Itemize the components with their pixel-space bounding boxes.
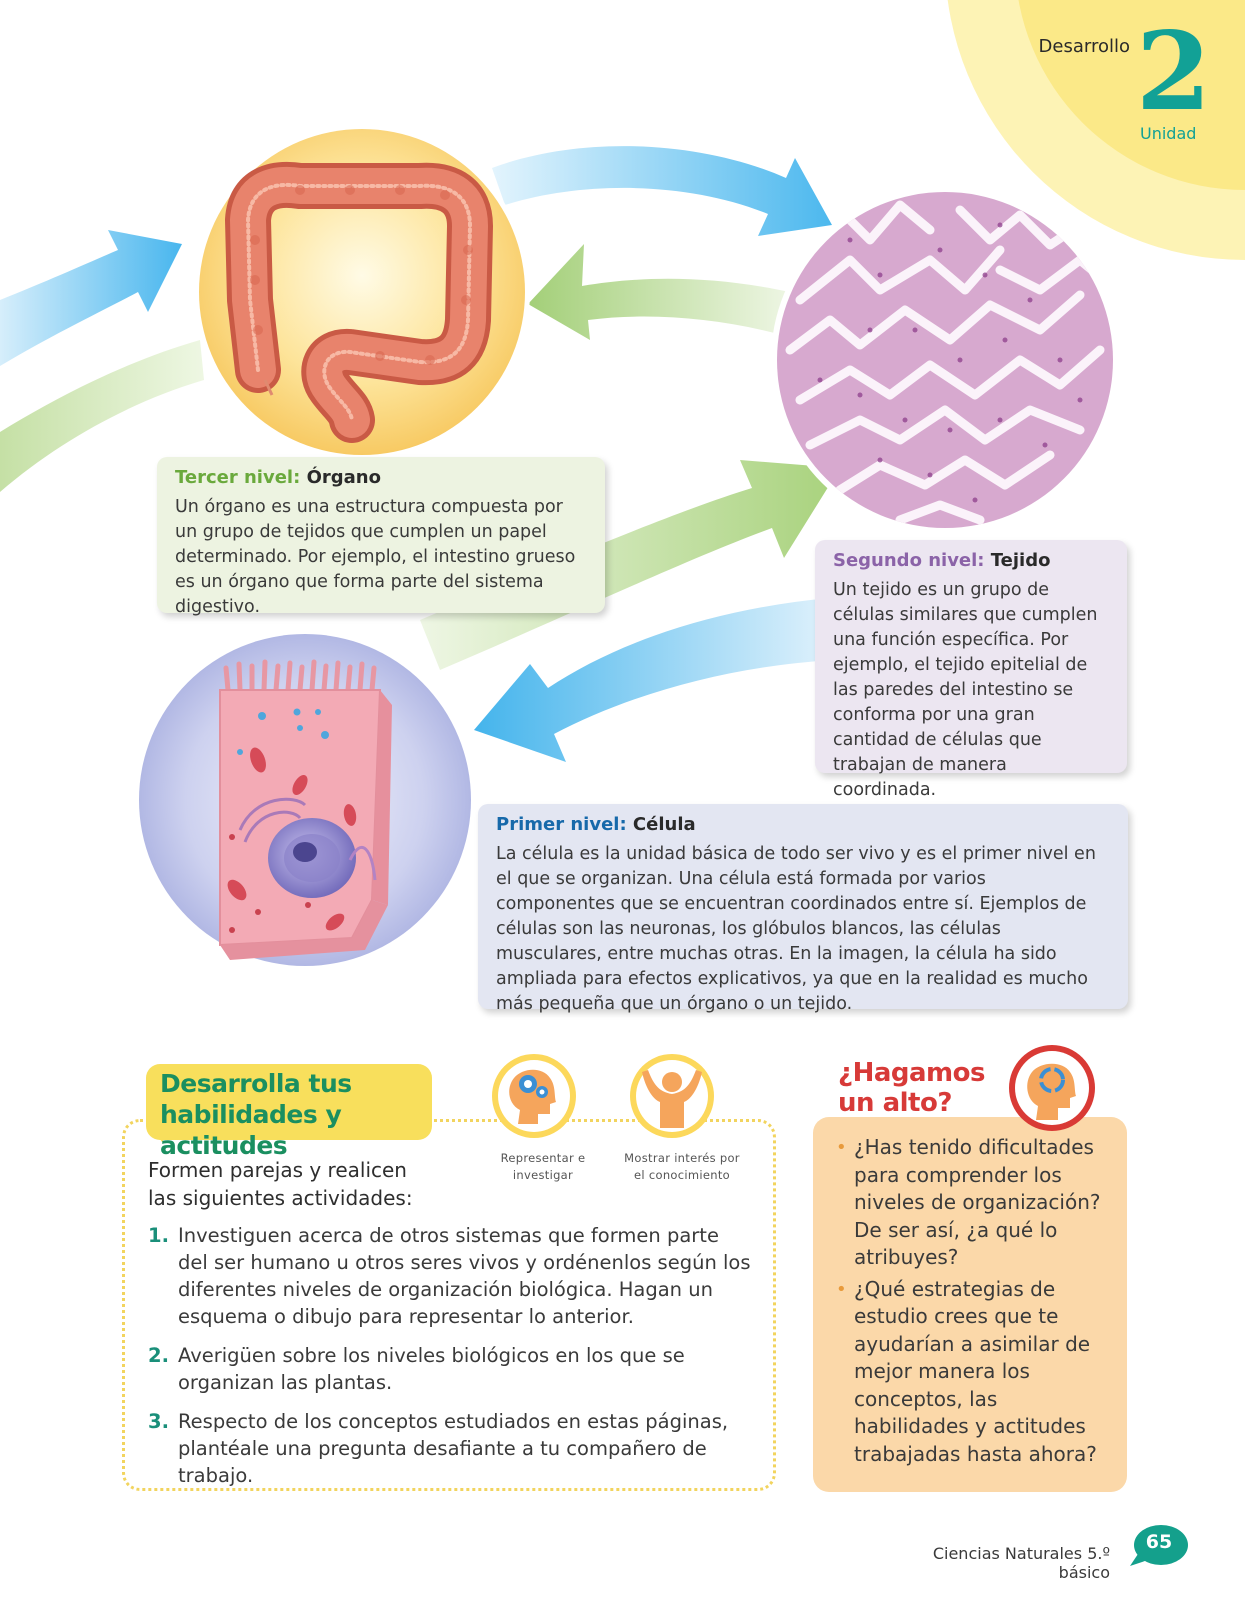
- tissue-info-box: Segundo nivel: Tejido Un tejido es un gr…: [815, 540, 1127, 800]
- unit-label: Unidad: [1140, 124, 1197, 143]
- tissue-heading: Segundo nivel: Tejido: [833, 550, 1109, 572]
- skill-caption-line1: Mostrar interés por: [624, 1151, 740, 1165]
- organ-name: Órgano: [306, 467, 381, 488]
- bullet-icon: •: [836, 1278, 847, 1300]
- skill-caption-line2: investigar: [512, 1168, 574, 1182]
- skill-caption-interest: Mostrar interés por el conocimiento: [608, 1150, 756, 1184]
- tissue-level: Segundo nivel:: [833, 550, 985, 571]
- activity-title-line1: Desarrolla tus: [160, 1069, 352, 1098]
- activity-item-text: Investiguen acerca de otros sistemas que…: [178, 1224, 751, 1328]
- activity-item-text: Respecto de los conceptos estudiados en …: [178, 1410, 729, 1487]
- reflection-title-line2: un alto?: [838, 1088, 952, 1118]
- reflection-item-text: ¿Qué estrategias de estudio crees que te…: [854, 1276, 1097, 1466]
- skill-caption-represent: Representar e investigar: [488, 1150, 598, 1184]
- organization-diagram: [0, 124, 1119, 972]
- cell-level: Primer nivel:: [496, 814, 627, 835]
- cell-name: Célula: [632, 814, 696, 835]
- reflection-item: • ¿Qué estrategias de estudio crees que …: [836, 1276, 1116, 1469]
- gears-head-icon: [492, 1054, 576, 1138]
- activity-title-tab: [146, 1064, 432, 1140]
- activity-item-number: 2.: [148, 1344, 169, 1367]
- activity-intro: Formen parejas y realicen las siguientes…: [148, 1156, 448, 1212]
- activity-title-line2: habilidades y actitudes: [160, 1100, 342, 1160]
- organ-info-box: Tercer nivel: Órgano Un órgano es una es…: [157, 457, 605, 617]
- arrow-tissue-to-organ: [528, 244, 790, 340]
- skill-caption-line1: Representar e: [500, 1151, 586, 1165]
- skill-caption-line2: el conocimiento: [634, 1168, 730, 1182]
- organ-level: Tercer nivel:: [175, 467, 301, 488]
- page-number-badge: [1130, 1525, 1188, 1566]
- page-number: 65: [1145, 1531, 1173, 1553]
- activity-intro-line2: las siguientes actividades:: [148, 1186, 413, 1210]
- activity-item-text: Averigüen sobre los niveles biológicos e…: [178, 1344, 685, 1394]
- reflection-title-line1: ¿Hagamos: [838, 1058, 985, 1088]
- activity-item-number: 3.: [148, 1410, 169, 1433]
- organ-heading: Tercer nivel: Órgano: [175, 467, 587, 489]
- reflection-item-text: ¿Has tenido dificultades para comprender…: [854, 1135, 1101, 1269]
- activity-item: 3. Respecto de los conceptos estudiados …: [148, 1408, 754, 1489]
- activity-item: 2. Averigüen sobre los niveles biológico…: [148, 1342, 754, 1396]
- activity-item-number: 1.: [148, 1224, 169, 1247]
- raised-arms-person-icon: [630, 1054, 714, 1138]
- activity-title-tail: [150, 1124, 174, 1142]
- arrow-cell-to-tissue: [420, 460, 840, 670]
- section-label: Desarrollo: [1038, 36, 1130, 57]
- head-cycle-icon: [1009, 1045, 1095, 1131]
- reflection-list: • ¿Has tenido dificultades para comprend…: [836, 1134, 1116, 1472]
- arrow-organ-to-tissue: [492, 146, 832, 236]
- activity-list: 1. Investiguen acerca de otros sistemas …: [148, 1222, 754, 1501]
- cell-heading: Primer nivel: Célula: [496, 814, 1110, 836]
- unit-number: 2: [1136, 9, 1212, 135]
- activity-intro-line1: Formen parejas y realicen: [148, 1158, 407, 1182]
- reflection-title: ¿Hagamos un alto?: [838, 1058, 998, 1118]
- organ-illustration: [194, 124, 530, 460]
- tissue-description: Un tejido es un grupo de células similar…: [833, 580, 1098, 800]
- bullet-icon: •: [836, 1137, 847, 1158]
- cell-illustration: [133, 628, 477, 972]
- arrow-tissue-to-cell: [474, 598, 834, 762]
- footer-book-title: Ciencias Naturales 5.º básico: [932, 1544, 1110, 1582]
- reflection-box: [813, 1117, 1127, 1492]
- cell-description: La célula es la unidad básica de todo se…: [496, 844, 1096, 1014]
- tissue-micrograph: [771, 186, 1119, 534]
- organ-description: Un órgano es una estructura compuesta po…: [175, 497, 576, 617]
- activity-title: Desarrolla tus habilidades y actitudes: [160, 1068, 430, 1161]
- activity-item: 1. Investiguen acerca de otros sistemas …: [148, 1222, 754, 1330]
- arrow-left-blue: [0, 230, 182, 366]
- reflection-item: • ¿Has tenido dificultades para comprend…: [836, 1134, 1116, 1272]
- tissue-name: Tejido: [990, 550, 1051, 571]
- activity-frame: [122, 1119, 776, 1491]
- corner-decoration: [947, 0, 1245, 260]
- band-left-green: [0, 340, 204, 492]
- cell-info-box: Primer nivel: Célula La célula es la uni…: [478, 804, 1128, 1014]
